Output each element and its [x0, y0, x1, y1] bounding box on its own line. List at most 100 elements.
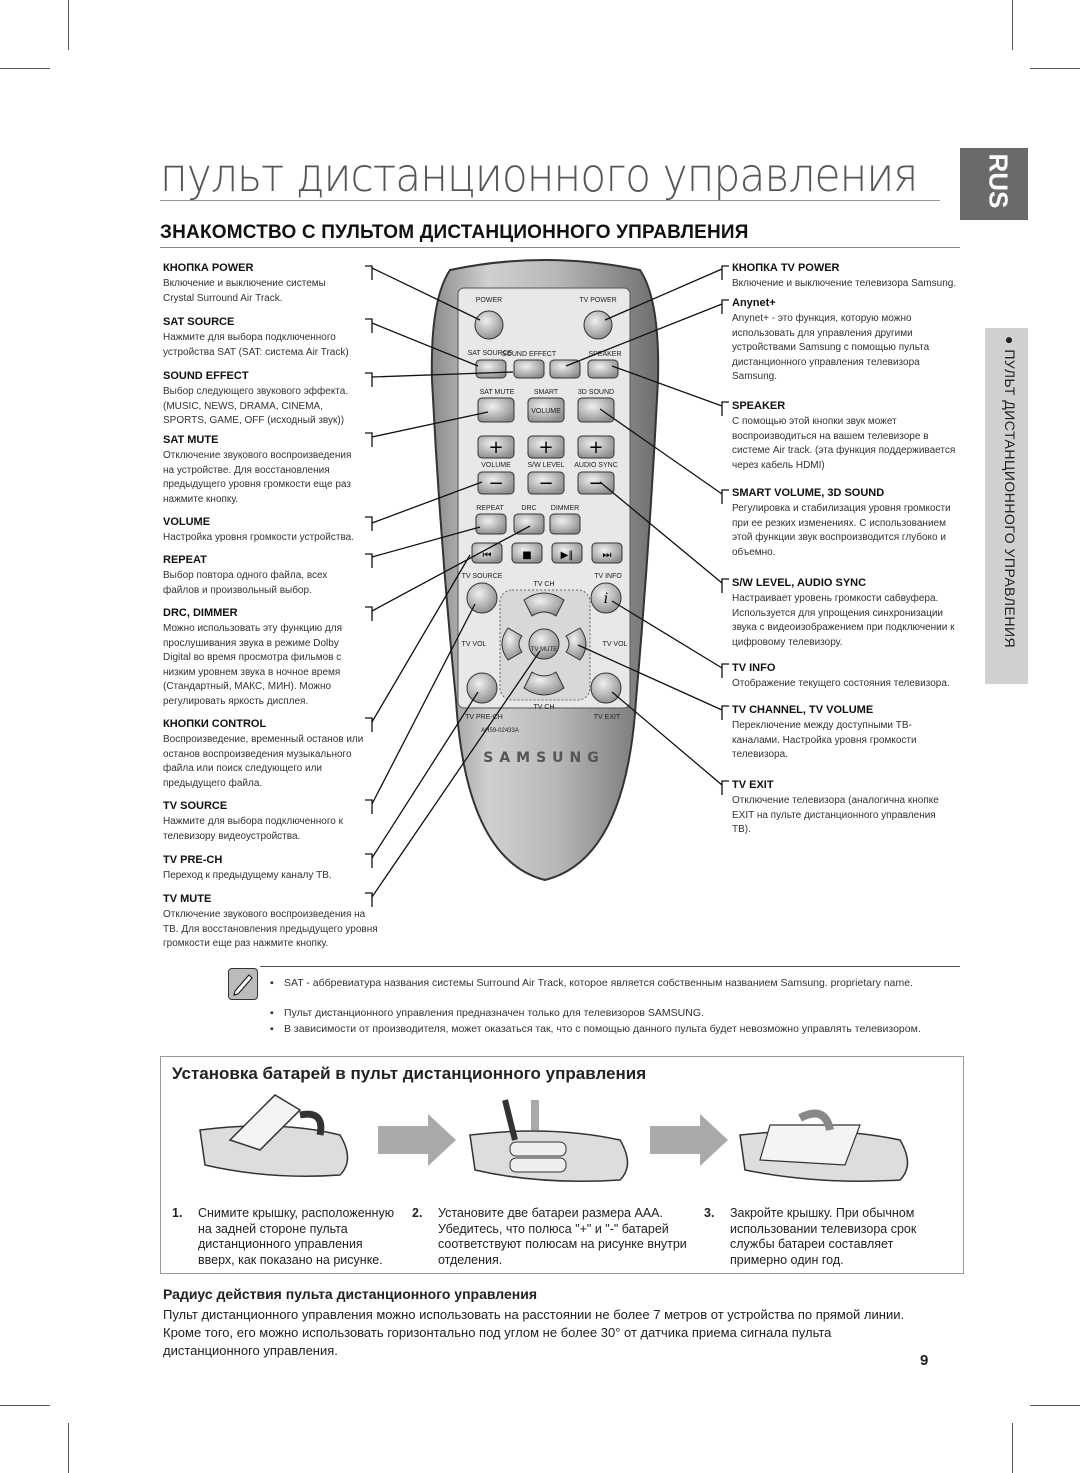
battery-step-1: 1.Снимите крышку, расположенную на задне… — [172, 1206, 395, 1267]
section-heading: ЗНАКОМСТВО С ПУЛЬТОМ ДИСТАНЦИОННОГО УПРА… — [160, 222, 749, 243]
sat-mute-button[interactable] — [477, 397, 515, 423]
battery-section — [160, 1056, 964, 1274]
sw-level-down-button[interactable] — [527, 471, 565, 495]
repeat-label: REPEAT — [476, 505, 504, 512]
sw-level-up-button[interactable] — [527, 435, 565, 459]
prev-button[interactable] — [471, 542, 503, 564]
tv-ch-bottom-label: TV CH — [534, 704, 555, 711]
tv-vol-left-label: TV VOL — [462, 641, 487, 648]
dimmer-label: DIMMER — [551, 505, 579, 512]
next-icon: ⏭ — [603, 550, 612, 561]
tv-source-button[interactable] — [466, 582, 498, 614]
item-desc: Anynet+ - это функция, которую можно исп… — [732, 313, 930, 382]
item-desc: С помощью этой кнопки звук может воспрои… — [732, 416, 956, 471]
tv-vol-right-label: TV VOL — [603, 641, 628, 648]
item-desc: Включение и выключение телевизора Samsun… — [732, 278, 957, 289]
item-desc: Переход к предыдущему каналу ТВ. — [163, 870, 332, 881]
tv-vol-down-button[interactable] — [501, 627, 523, 661]
item-label: VOLUME — [163, 516, 211, 528]
item-volume: VOLUME Настройка уровня громкости устройс… — [163, 516, 383, 546]
audio-sync-label: AUDIO SYNC — [574, 462, 618, 469]
sat-source-label: SAT SOURCE — [468, 350, 513, 357]
item-desc: Переключение между доступными ТВ-каналам… — [732, 720, 917, 760]
minus-icon: − — [588, 473, 603, 494]
item-desc: Выбор следующего звукового эффекта. (MUS… — [163, 386, 349, 426]
tv-power-button[interactable] — [583, 310, 613, 340]
tv-info-button[interactable] — [590, 582, 622, 614]
item-desc: Настраивает уровень громкости сабвуфера.… — [732, 593, 955, 648]
minus-icon: − — [538, 473, 553, 494]
minus-icon: − — [488, 473, 503, 494]
crop-mark — [1012, 1423, 1013, 1473]
plus-icon: + — [538, 437, 553, 458]
tv-vol-up-button[interactable] — [565, 627, 587, 661]
tv-ch-up-button[interactable] — [523, 592, 565, 617]
item-sw-level: S/W LEVEL, AUDIO SYNC Настраивает уровень… — [732, 577, 967, 650]
range-text: Пульт дистанционного управления можно ис… — [163, 1307, 905, 1358]
play-pause-button[interactable] — [551, 542, 583, 564]
smart-label: SMART — [534, 389, 559, 396]
item-desc: Отключение звукового воспроизведения на … — [163, 450, 352, 505]
language-tab: RUS — [960, 148, 1028, 220]
stop-button[interactable] — [511, 542, 543, 564]
item-label: DRC, DIMMER — [163, 607, 238, 619]
note-icon — [228, 968, 258, 1000]
range-title: Радиус действия пульта дистанционного уп… — [163, 1286, 538, 1302]
item-label: TV INFO — [732, 662, 776, 674]
drc-button[interactable] — [513, 513, 545, 535]
crop-mark — [1012, 0, 1013, 50]
sat-source-button[interactable] — [475, 359, 507, 379]
next-button[interactable] — [591, 542, 623, 564]
item-label: КНОПКА TV POWER — [732, 262, 840, 274]
item-desc: Выбор повтора одного файла, всех файлов … — [163, 570, 328, 596]
item-label: S/W LEVEL, AUDIO SYNC — [732, 577, 867, 589]
speaker-button[interactable] — [587, 359, 619, 379]
item-label: КНОПКА POWER — [163, 262, 254, 274]
item-anynet: Anynet+ Anynet+ - это функция, которую мо… — [732, 297, 962, 385]
speaker-label: SPEAKER — [588, 351, 621, 358]
section-tab: ● ПУЛЬТ ДИСТАНЦИОННОГО УПРАВЛЕНИЯ — [985, 328, 1028, 684]
sound-label: SOUND EFFECT — [502, 351, 557, 358]
item-label: TV SOURCE — [163, 800, 228, 812]
tv-source-label: TV SOURCE — [462, 573, 503, 580]
sw-level-label: S/W LEVEL — [528, 462, 565, 469]
dimmer-button[interactable] — [549, 513, 581, 535]
anynet-button[interactable] — [549, 359, 581, 379]
tv-exit-button[interactable] — [590, 672, 622, 704]
stop-icon: ■ — [522, 550, 531, 561]
divider — [160, 200, 940, 201]
item-desc: Регулировка и стабилизация уровня громко… — [732, 503, 951, 558]
item-label: SAT MUTE — [163, 434, 219, 446]
sound-effect-button[interactable] — [513, 359, 545, 379]
item-label: SMART VOLUME, 3D SOUND — [732, 487, 885, 499]
item-label: TV MUTE — [163, 893, 212, 905]
plus-icon: + — [588, 437, 603, 458]
volume-up-button[interactable] — [477, 435, 515, 459]
power-button[interactable] — [474, 310, 504, 340]
tv-prech-button[interactable] — [466, 672, 498, 704]
divider — [260, 966, 960, 967]
audio-sync-down-button[interactable] — [577, 471, 615, 495]
tv-mute-button[interactable] — [528, 628, 560, 660]
smart-volume-button[interactable] — [527, 397, 565, 423]
page-title: пульт дистанционного управления — [160, 148, 918, 202]
crop-mark — [0, 68, 50, 69]
item-desc: Настройка уровня громкости устройства. — [163, 532, 354, 543]
3d-sound-button[interactable] — [577, 397, 615, 423]
tv-mute-label: TV MUTE — [531, 647, 557, 653]
item-label: Anynet+ — [732, 297, 776, 309]
repeat-button[interactable] — [475, 513, 507, 535]
crop-mark — [68, 1423, 69, 1473]
tv-ch-down-button[interactable] — [523, 671, 565, 696]
audio-sync-up-button[interactable] — [577, 435, 615, 459]
crop-mark — [68, 0, 69, 50]
item-desc: Отключение телевизора (аналогична кнопке… — [732, 795, 939, 835]
